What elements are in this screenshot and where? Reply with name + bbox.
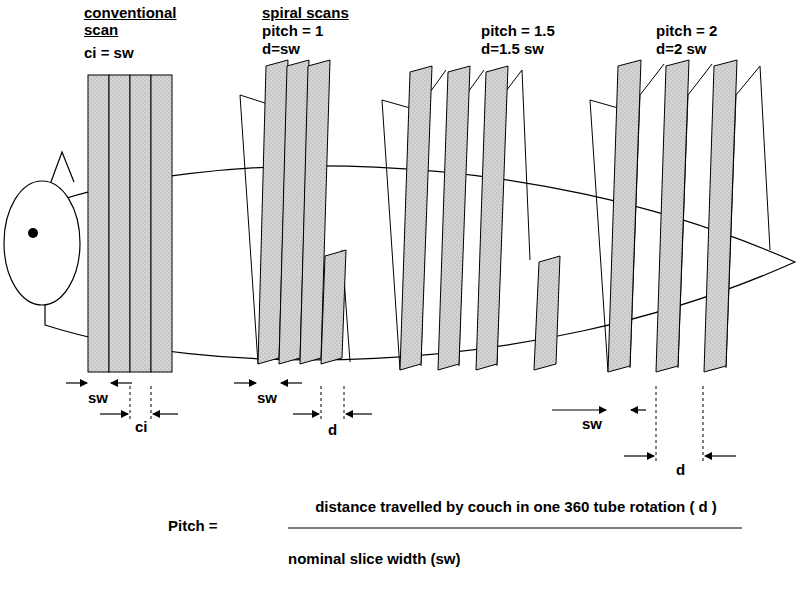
dimension-label: sw [257, 389, 277, 406]
scan-note: d=sw [262, 40, 300, 57]
dimension-arrows [66, 383, 736, 456]
pitch1-5-slices [400, 66, 560, 370]
pitch-label: pitch = 1 [262, 22, 323, 39]
patient-head [4, 181, 80, 305]
fraction-bar [288, 527, 742, 528]
dimension-label: ci [135, 418, 148, 435]
dimension-label: d [328, 421, 337, 438]
heading: spiral scans [262, 4, 349, 21]
scan-note: d=2 sw [656, 40, 706, 57]
scan-note: ci = sw [84, 44, 134, 61]
pitch2-slices [608, 60, 737, 372]
dimension-guides [130, 386, 703, 462]
pitch1-slices [258, 60, 346, 364]
dimension-label: sw [88, 389, 108, 406]
dimension-label: sw [582, 415, 602, 432]
pitch-label: pitch = 2 [656, 22, 717, 39]
scan-note: d=1.5 sw [481, 40, 544, 57]
heading: conventional scan [84, 4, 180, 39]
dimension-label: d [676, 461, 685, 478]
pitch-label: pitch = 1.5 [481, 22, 555, 39]
formula-label: Pitch = [168, 517, 218, 534]
formula-numerator: distance travelled by couch in one 360 t… [278, 498, 754, 515]
conventional-slices [88, 75, 172, 372]
formula-denominator: nominal slice width (sw) [288, 550, 461, 567]
patient-eye [28, 228, 38, 238]
